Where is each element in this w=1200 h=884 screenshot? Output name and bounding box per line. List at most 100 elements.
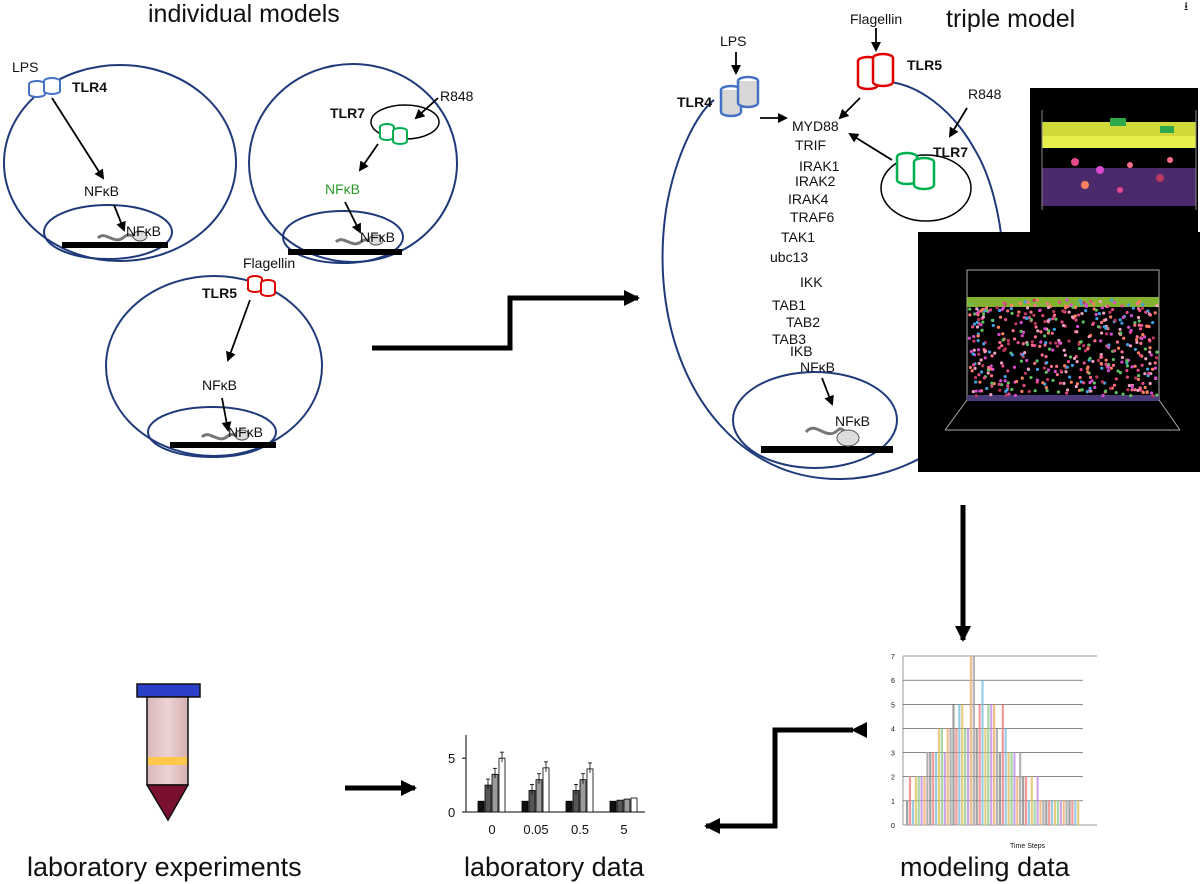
particle bbox=[993, 351, 997, 355]
particle bbox=[1063, 304, 1068, 308]
bar bbox=[477, 800, 485, 813]
particle bbox=[1065, 388, 1070, 392]
particle bbox=[1143, 385, 1147, 390]
particle bbox=[986, 365, 991, 370]
sim-bar bbox=[969, 656, 972, 825]
simulation-panel-small bbox=[1030, 88, 1198, 233]
particle bbox=[1070, 315, 1075, 319]
particle bbox=[1032, 298, 1036, 302]
sim-bar bbox=[1048, 800, 1051, 825]
x-tick-label: 5 bbox=[620, 822, 627, 837]
sim-bar bbox=[1013, 752, 1016, 825]
cell-membrane bbox=[248, 63, 458, 263]
particle bbox=[1093, 385, 1097, 389]
promoter-blob bbox=[132, 230, 148, 242]
particle bbox=[1112, 383, 1117, 387]
nfkb-label: NFκB bbox=[84, 183, 119, 199]
endosome bbox=[880, 154, 972, 222]
particle bbox=[1141, 390, 1145, 395]
particle bbox=[1063, 353, 1067, 357]
particle bbox=[1096, 358, 1100, 363]
particle bbox=[1050, 331, 1054, 335]
particle bbox=[1001, 338, 1005, 342]
particle bbox=[1023, 312, 1028, 316]
particle bbox=[1003, 347, 1007, 351]
particle bbox=[1108, 386, 1113, 390]
tlr7-receptor-icon bbox=[895, 151, 936, 191]
sim-bar bbox=[1030, 776, 1033, 825]
particle bbox=[1118, 318, 1122, 322]
particle bbox=[1026, 300, 1030, 304]
particle bbox=[1115, 340, 1120, 344]
particle bbox=[1086, 347, 1090, 351]
particle bbox=[1025, 358, 1029, 363]
particle bbox=[971, 363, 976, 367]
tlr7-label: TLR7 bbox=[330, 105, 365, 121]
sim-bar bbox=[917, 776, 920, 825]
particle bbox=[1079, 340, 1083, 344]
particle bbox=[1051, 348, 1055, 352]
particle bbox=[976, 348, 981, 352]
particle bbox=[1075, 330, 1079, 334]
particle bbox=[1048, 341, 1053, 345]
particle bbox=[978, 389, 982, 393]
particle bbox=[1099, 320, 1104, 325]
particle bbox=[1142, 335, 1147, 339]
particle bbox=[1121, 315, 1125, 319]
particle bbox=[1012, 365, 1017, 369]
sim-bar bbox=[1001, 704, 1004, 825]
particle bbox=[1021, 353, 1025, 357]
particle bbox=[1126, 388, 1130, 392]
download-icon[interactable]: ⭳ bbox=[1184, 0, 1188, 13]
sim-bar bbox=[946, 728, 949, 825]
particle bbox=[1111, 357, 1115, 362]
particle bbox=[989, 367, 993, 371]
particle bbox=[1089, 299, 1093, 304]
particle bbox=[1135, 340, 1139, 344]
lab-data-label: laboratory data bbox=[464, 852, 645, 882]
particle bbox=[1020, 376, 1024, 380]
particle bbox=[1044, 386, 1048, 390]
tlr5-label: TLR5 bbox=[202, 285, 237, 301]
particle bbox=[968, 365, 973, 370]
cell-membrane bbox=[3, 64, 237, 262]
particle bbox=[1082, 344, 1086, 348]
particle bbox=[1022, 383, 1026, 388]
sim-bar bbox=[975, 728, 978, 825]
particle bbox=[1107, 343, 1111, 347]
particle bbox=[1044, 370, 1048, 374]
particle bbox=[1135, 302, 1140, 306]
particle bbox=[1043, 320, 1047, 324]
bar bbox=[630, 797, 638, 813]
particle bbox=[1082, 361, 1086, 365]
tlr4-receptor-icon bbox=[719, 75, 760, 118]
particle bbox=[1033, 344, 1037, 348]
particle bbox=[1038, 344, 1042, 348]
particle bbox=[1144, 357, 1148, 361]
sim-bar bbox=[911, 800, 914, 825]
pathway-item: TRIF bbox=[795, 137, 826, 153]
particle bbox=[968, 307, 972, 311]
sim-bar bbox=[1039, 800, 1042, 825]
particle bbox=[985, 386, 989, 391]
particle bbox=[988, 350, 992, 354]
cell-membrane bbox=[105, 275, 323, 457]
particle bbox=[1062, 348, 1066, 352]
sim-bar bbox=[1071, 800, 1074, 825]
sim-bar bbox=[940, 728, 943, 825]
particle bbox=[1081, 320, 1085, 324]
particle bbox=[1067, 339, 1071, 343]
particle bbox=[1035, 298, 1039, 302]
particle bbox=[1154, 356, 1159, 360]
particle bbox=[973, 375, 978, 380]
particle bbox=[1099, 339, 1103, 343]
nfkb-label: NFκB bbox=[325, 181, 360, 197]
triple-model-title: triple model bbox=[946, 5, 1075, 33]
particle bbox=[1052, 327, 1056, 331]
particle bbox=[1093, 339, 1097, 343]
particle bbox=[973, 366, 977, 370]
particle bbox=[1104, 318, 1108, 322]
sim-bar bbox=[987, 704, 990, 825]
particle bbox=[1112, 301, 1117, 305]
particle bbox=[1140, 336, 1144, 341]
